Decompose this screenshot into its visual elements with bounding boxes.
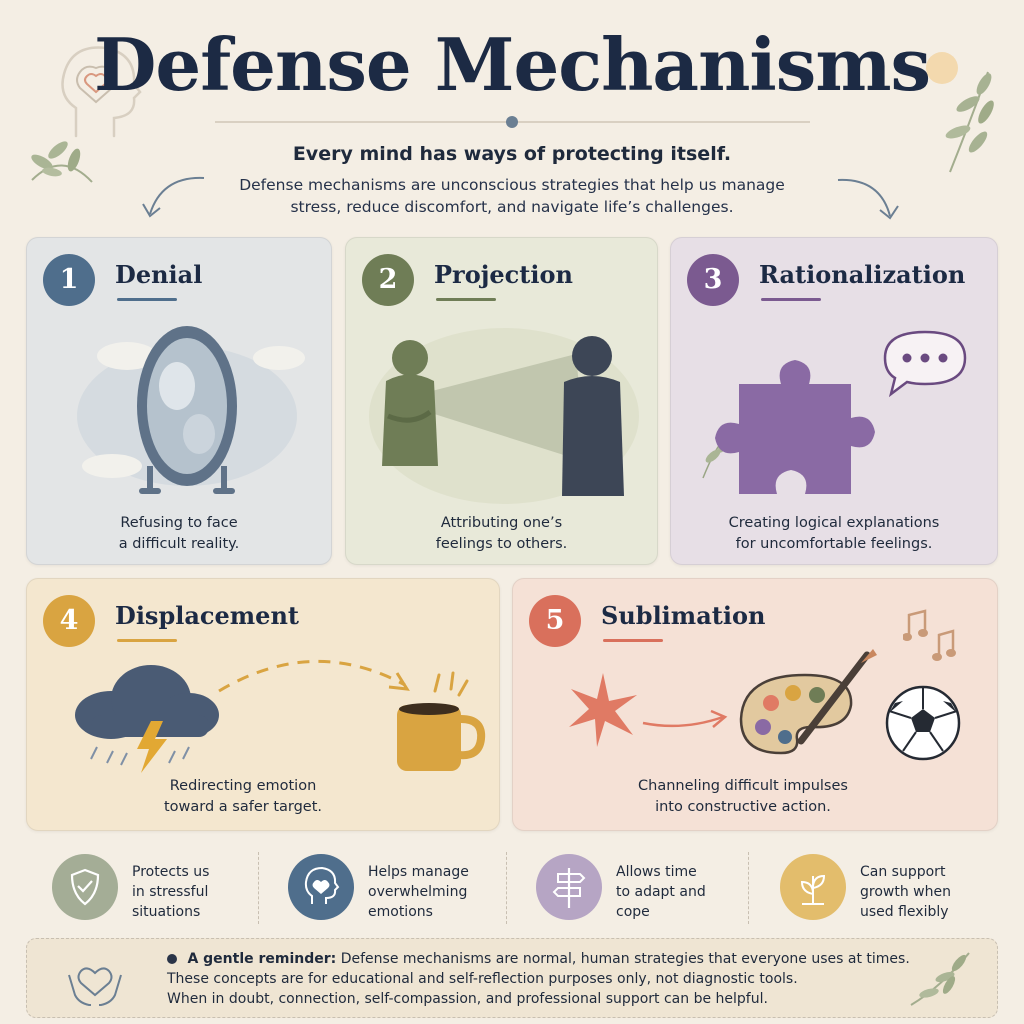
- curved-arrow-icon: [837, 178, 899, 220]
- benefit-text-line: Allows time: [616, 864, 697, 880]
- leaf-branch-icon: [945, 71, 994, 173]
- leaf-branch-icon: [31, 141, 93, 183]
- benefit-text: Protects us in stressful situations: [132, 862, 252, 922]
- music-notes-icon: [903, 609, 956, 661]
- benefit-divider: [258, 852, 259, 924]
- card-number-badge: 4: [43, 595, 95, 647]
- card-sublimation: 5 Sublimation: [512, 578, 998, 831]
- card-title: Displacement: [115, 601, 299, 630]
- benefit-text-line: Helps manage: [368, 864, 469, 880]
- intro-line: Defense mechanisms are unconscious strat…: [239, 176, 785, 194]
- card-description-line: a difficult reality.: [118, 536, 240, 552]
- card-title: Projection: [434, 260, 573, 289]
- starburst-icon: [569, 673, 637, 747]
- card-description-line: Refusing to face: [120, 515, 238, 531]
- card-number-badge: 2: [362, 254, 414, 306]
- benefit-text-line: in stressful: [132, 884, 209, 900]
- projection-silhouettes-icon: [369, 328, 639, 504]
- benefit-text: Can support growth when used flexibly: [860, 862, 980, 922]
- card-title-underline: [436, 298, 496, 301]
- puzzle-piece-icon: [702, 330, 967, 494]
- card-title: Denial: [115, 260, 203, 289]
- reminder-line-text: Defense mechanisms are normal, human str…: [340, 951, 910, 967]
- benefit-text-line: Protects us: [132, 864, 210, 880]
- benefit-text-line: to adapt and: [616, 884, 706, 900]
- soccer-ball-icon: [885, 685, 961, 761]
- reminder-label: A gentle reminder:: [187, 951, 337, 967]
- card-description: Creating logical explanations for uncomf…: [671, 513, 997, 555]
- benefit-text-line: Can support: [860, 864, 946, 880]
- benefit-text-line: emotions: [368, 904, 433, 920]
- benefit-text-line: used flexibly: [860, 904, 949, 920]
- benefit-icon-circle: [288, 854, 354, 920]
- card-number-badge: 3: [687, 254, 739, 306]
- card-title: Sublimation: [601, 601, 766, 630]
- curved-arrow-icon: [142, 176, 205, 218]
- title-divider-dot: [506, 116, 518, 128]
- reminder-line: A gentle reminder: Defense mechanisms ar…: [167, 949, 927, 969]
- arrow-right-icon: [642, 709, 728, 728]
- bullet-icon: [167, 954, 177, 964]
- benefit-divider: [506, 852, 507, 924]
- card-description-line: for uncomfortable feelings.: [735, 536, 933, 552]
- signpost-icon: [552, 868, 586, 908]
- sun-decoration: [926, 52, 958, 84]
- card-title-underline: [603, 639, 663, 642]
- card-title-underline: [117, 639, 177, 642]
- intro-line: stress, reduce discomfort, and navigate …: [290, 198, 734, 216]
- card-description-line: Channeling difficult impulses: [638, 778, 848, 794]
- reminder-text: A gentle reminder: Defense mechanisms ar…: [167, 949, 927, 1009]
- benefit-divider: [748, 852, 749, 924]
- page-subtitle: Every mind has ways of protecting itself…: [292, 143, 732, 165]
- leaf-branch-icon: [910, 952, 970, 1006]
- card-description-line: Creating logical explanations: [728, 515, 940, 531]
- intro-text: Defense mechanisms are unconscious strat…: [212, 174, 812, 218]
- benefit-text: Helps manage overwhelming emotions: [368, 862, 488, 922]
- card-description: Refusing to face a difficult reality.: [27, 513, 331, 555]
- mirror-icon: [77, 326, 305, 494]
- dashed-arrow-icon: [218, 659, 410, 693]
- page-title: Defense Mechanisms: [93, 22, 931, 107]
- benefit-icon-circle: [780, 854, 846, 920]
- benefit-text: Allows time to adapt and cope: [616, 862, 736, 922]
- card-description: Redirecting emotion toward a safer targe…: [93, 776, 393, 818]
- shield-check-icon: [70, 868, 100, 906]
- card-description-line: Attributing one’s: [440, 515, 563, 531]
- head-heart-icon: [304, 866, 340, 904]
- paint-palette-icon: [739, 649, 877, 755]
- card-description: Attributing one’s feelings to others.: [346, 513, 657, 555]
- card-displacement: 4 Displacement Redirecting emotion towar…: [26, 578, 500, 831]
- head-heart-outline-icon: [61, 46, 142, 138]
- benefit-text-line: cope: [616, 904, 650, 920]
- benefits-row: Protects us in stressful situations Help…: [26, 848, 998, 928]
- card-description-line: Redirecting emotion: [169, 778, 317, 794]
- card-rationalization: 3 Rationalization Creating logical expla…: [670, 237, 998, 565]
- benefit-icon-circle: [536, 854, 602, 920]
- hands-heart-icon: [68, 967, 122, 1006]
- coffee-mug-icon: [397, 671, 486, 771]
- storm-cloud-icon: [75, 665, 219, 773]
- card-description: Channeling difficult impulses into const…: [553, 776, 933, 818]
- card-number-badge: 5: [529, 595, 581, 647]
- card-description-line: toward a safer target.: [163, 799, 323, 815]
- benefit-text-line: situations: [132, 904, 201, 920]
- card-title-underline: [761, 298, 821, 301]
- reminder-box: A gentle reminder: Defense mechanisms ar…: [26, 938, 998, 1018]
- card-projection: 2 Projection Attributing one’s feelings …: [345, 237, 658, 565]
- benefit-text-line: overwhelming: [368, 884, 468, 900]
- card-description-line: feelings to others.: [435, 536, 568, 552]
- sprout-icon: [800, 874, 826, 905]
- card-description-line: into constructive action.: [655, 799, 831, 815]
- card-number-badge: 1: [43, 254, 95, 306]
- card-title: Rationalization: [759, 260, 966, 289]
- benefit-text-line: growth when: [860, 884, 951, 900]
- card-title-underline: [117, 298, 177, 301]
- reminder-line: When in doubt, connection, self-compassi…: [167, 991, 768, 1007]
- reminder-line: These concepts are for educational and s…: [167, 971, 798, 987]
- benefit-icon-circle: [52, 854, 118, 920]
- card-denial: 1 Denial Refusing to face a difficult re…: [26, 237, 332, 565]
